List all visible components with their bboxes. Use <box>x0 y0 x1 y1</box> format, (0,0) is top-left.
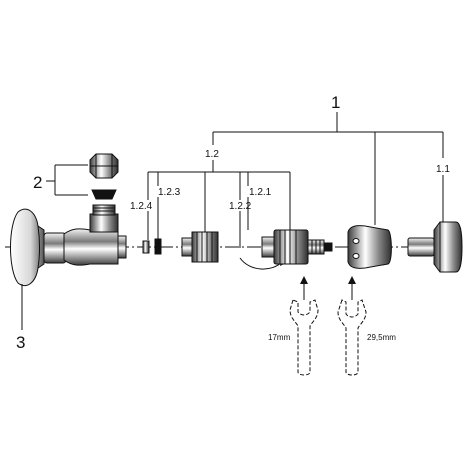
label-assembly: 1 <box>331 93 340 112</box>
label-handle: 1.1 <box>436 164 450 175</box>
label-nut-group: 2 <box>33 173 42 192</box>
hex-nut <box>89 153 119 179</box>
thread-insert <box>181 231 219 263</box>
valve-cartridge <box>261 229 333 265</box>
label-sub-assembly: 1.2 <box>205 149 219 160</box>
sub-assembly-leader-lines <box>147 160 291 248</box>
label-part-123: 1.2.3 <box>158 187 181 198</box>
label-wrench-large: 29,5mm <box>367 333 396 342</box>
label-wrench-small: 17mm <box>268 333 291 342</box>
cone-washer <box>91 189 117 200</box>
valve-body <box>43 204 127 266</box>
washer-part-123 <box>154 238 162 255</box>
seal-part-124 <box>142 240 150 254</box>
wrench-17mm <box>289 276 319 376</box>
label-part-122: 1.2.2 <box>229 201 252 212</box>
assembly-leader-lines <box>212 112 444 225</box>
label-rosette: 3 <box>16 333 25 352</box>
label-part-121: 1.2.1 <box>249 187 272 198</box>
label-part-124: 1.2.4 <box>130 201 153 212</box>
wall-rosette <box>10 208 45 287</box>
valve-cap <box>347 225 392 269</box>
wrench-29-5mm <box>337 276 367 376</box>
key-handle <box>407 221 463 273</box>
nut-group-leader-lines <box>46 164 88 196</box>
